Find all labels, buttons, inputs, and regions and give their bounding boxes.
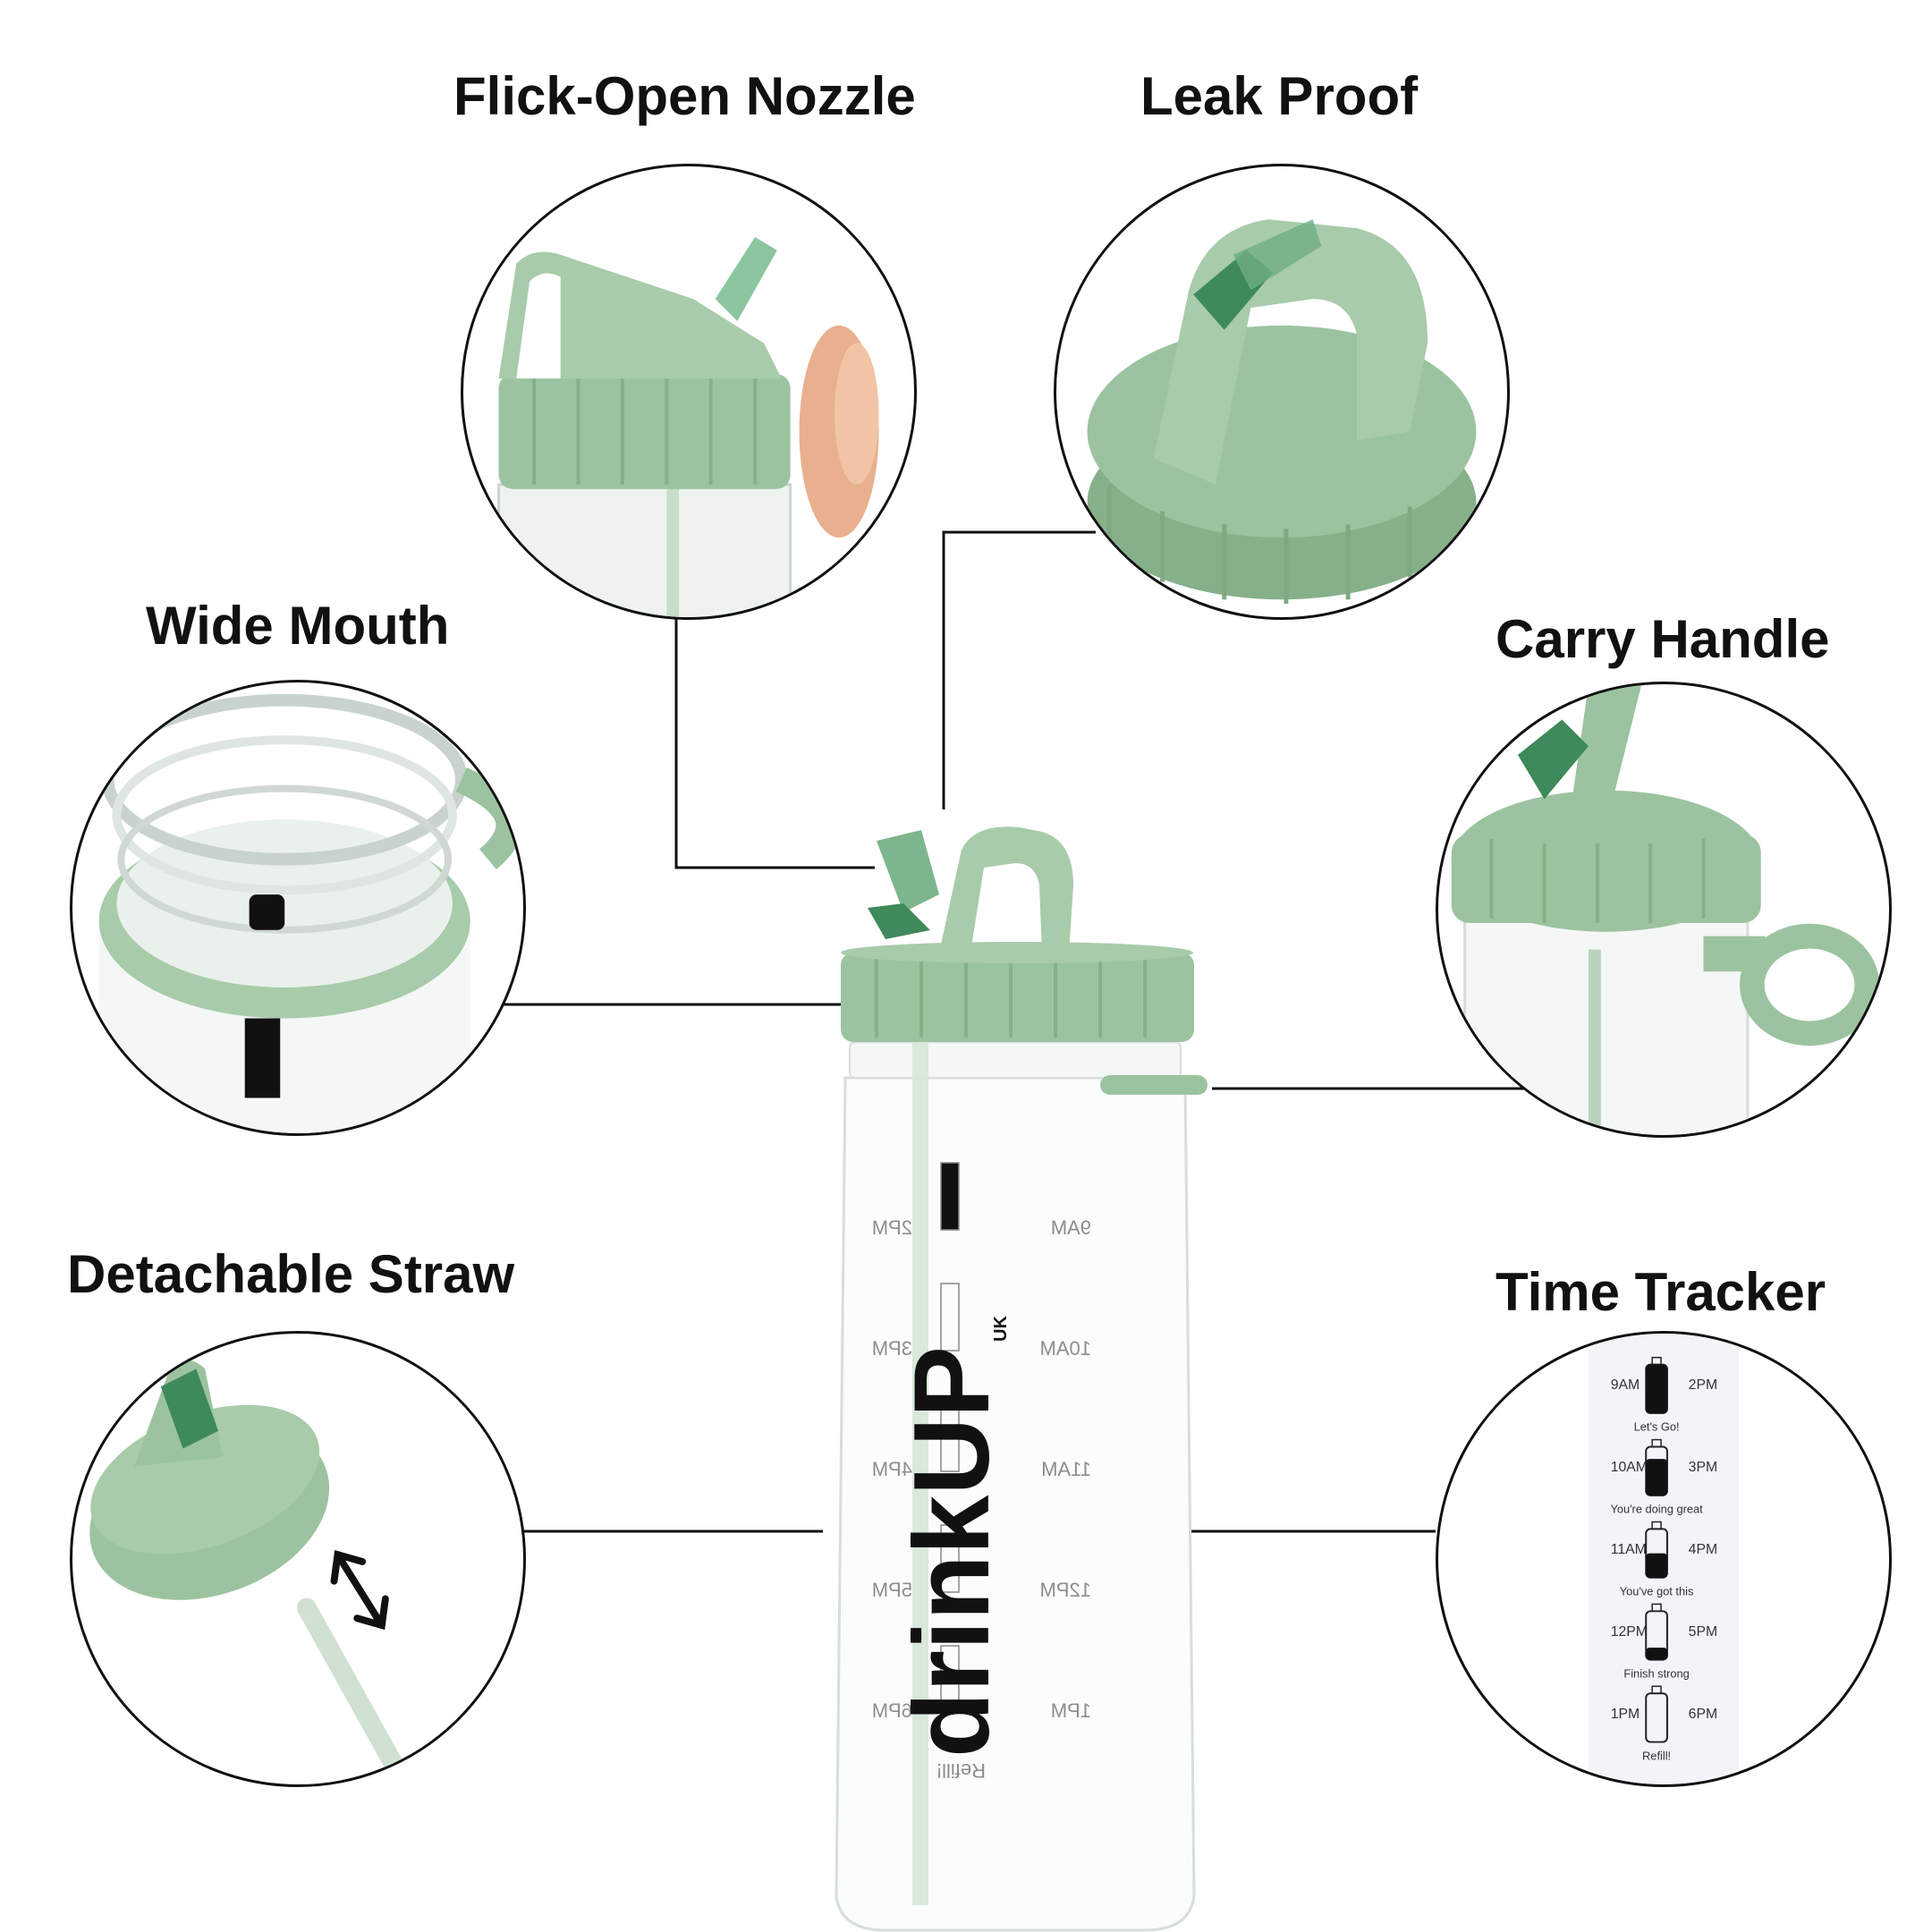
brand-logo: drinkUP (892, 1346, 1012, 1758)
label-carry-handle: Carry Handle (1496, 609, 1830, 669)
tracker-note: Let's Go! (1634, 1420, 1680, 1434)
tracker-time-right: 2PM (1689, 1377, 1717, 1393)
bottle-refill-text: Refill! (936, 1759, 986, 1782)
tracker-note: You're doing great (1610, 1503, 1703, 1516)
carry-handle (939, 826, 1073, 953)
tracker-time-left: 1PM (1611, 1707, 1640, 1722)
detachable-straw-image (89, 1360, 405, 1777)
bottle-time-right: 11AM (1041, 1458, 1091, 1480)
tracker-time-left: 11AM (1611, 1542, 1647, 1557)
tracker-time-left: 9AM (1611, 1377, 1640, 1393)
bottle-level-icon (940, 1403, 960, 1472)
bottle-cap (841, 953, 1194, 1042)
tracker-bottle-fill (1646, 1459, 1667, 1496)
bottle-level-icon (940, 1162, 960, 1231)
circle-wide-mouth (70, 680, 526, 1136)
bottle-time-left: 3PM (872, 1337, 912, 1360)
label-wide-mouth: Wide Mouth (146, 596, 450, 656)
label-leak-proof: Leak Proof (1140, 66, 1419, 126)
bottle-time-left: 5PM (872, 1579, 912, 1601)
tracker-time-left: 12PM (1611, 1624, 1648, 1640)
circle-flick-open-nozzle (461, 164, 917, 620)
tracker-note: Refill! (1642, 1749, 1671, 1762)
straw (912, 948, 928, 1905)
circle-detachable-straw (70, 1331, 526, 1787)
tracker-time-right: 5PM (1689, 1624, 1717, 1640)
bottle-level-icon (940, 1283, 960, 1352)
bottle-time-right: 10AM (1040, 1337, 1091, 1360)
label-flick-open-nozzle: Flick-Open Nozzle (453, 66, 916, 126)
label-time-tracker: Time Tracker (1496, 1262, 1826, 1322)
circle-carry-handle (1436, 682, 1892, 1138)
bottle-time-left: 4PM (872, 1458, 912, 1480)
tracker-bottle-fill (1646, 1553, 1667, 1578)
bottle-level-icon (940, 1645, 960, 1714)
main-bottle: 2PM 9AM 3PM 10AM 4PM 11AM 5PM 12PM 6PM 1PM drinkU… (835, 826, 1208, 1932)
tracker-note: Finish strong (1623, 1666, 1689, 1680)
tracker-time-right: 6PM (1689, 1707, 1717, 1722)
bottle-time-left: 6PM (872, 1699, 912, 1722)
brand-suffix: UK (991, 1316, 1011, 1342)
bottle-time-left: 2PM (872, 1216, 912, 1239)
tracker-bottle-fill (1646, 1364, 1667, 1413)
tracker-time-left: 10AM (1611, 1460, 1648, 1475)
bottle-level-icon (940, 1524, 960, 1593)
tracker-time-right: 4PM (1689, 1542, 1717, 1557)
circle-leak-proof (1054, 164, 1510, 620)
time-tracker-image: 9AM 2PM Let's Go! 10AM 3PM You're doing great… (1589, 1334, 1739, 1784)
wide-mouth-image (98, 693, 522, 1133)
tracker-bottle-fill (1646, 1648, 1667, 1660)
label-detachable-straw: Detachable Straw (67, 1244, 515, 1304)
nozzle (877, 830, 939, 912)
flick-open-nozzle-image (497, 237, 879, 617)
double-headed-arrow-icon (330, 1550, 389, 1631)
tracker-bottle-icon (1645, 1692, 1668, 1743)
tracker-note: You've got this (1620, 1585, 1694, 1598)
circle-time-tracker: 9AM 2PM Let's Go! 10AM 3PM You're doing great… (1436, 1331, 1892, 1787)
carry-handle-image (1451, 684, 1880, 1135)
bottle-time-right: 9AM (1051, 1216, 1091, 1239)
leak-proof-image (1087, 219, 1477, 605)
bottle-time-right: 1PM (1051, 1699, 1091, 1722)
bottle-time-right: 12PM (1040, 1579, 1091, 1601)
connector-leak-proof (942, 530, 1096, 809)
tracker-time-right: 3PM (1689, 1460, 1717, 1475)
